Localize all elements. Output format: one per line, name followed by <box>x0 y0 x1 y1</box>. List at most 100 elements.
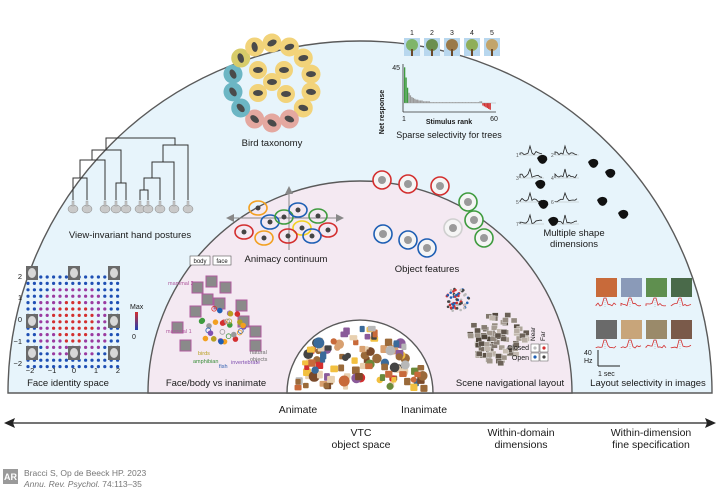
tree-trunk <box>411 49 413 56</box>
face-dot <box>109 301 113 305</box>
face-identity-panel: 2 1 0 −1 −2 −2 −1 0 1 2 Max 0 Face ident… <box>13 266 144 389</box>
sparse-bar <box>489 103 491 110</box>
face-dot <box>96 320 100 324</box>
collage-object <box>359 325 365 333</box>
response-trace <box>519 213 543 224</box>
collage-object <box>338 375 350 387</box>
face-dot <box>26 339 30 343</box>
face-dot <box>96 352 100 356</box>
sparse-bar <box>475 102 477 103</box>
face-body-label: Face/body vs inanimate <box>166 378 266 389</box>
stimulus-square <box>205 275 218 288</box>
bird-taxonomy-label: Bird taxonomy <box>242 138 303 149</box>
face-dot <box>58 294 62 298</box>
face-dot <box>58 313 62 317</box>
object-icon <box>449 224 457 232</box>
face-dot <box>90 339 94 343</box>
face-dot <box>90 326 94 330</box>
bird-icon <box>237 53 244 63</box>
sparse-bar <box>446 102 448 103</box>
face-dot <box>58 281 62 285</box>
xtick-1: 1 <box>94 366 98 375</box>
animacy-label: Animacy continuum <box>245 254 328 265</box>
xtick-60: 60 <box>490 116 498 123</box>
collage-object <box>308 359 316 367</box>
face-dot <box>109 281 113 285</box>
animacy-ring <box>274 209 294 225</box>
object-icon <box>436 182 444 190</box>
animacy-ring <box>248 200 268 216</box>
sparse-bar <box>467 102 470 103</box>
scatter-point <box>198 318 205 325</box>
object-icon <box>378 176 386 184</box>
face-dot <box>71 320 75 324</box>
scatter-point <box>210 336 217 342</box>
face-dot <box>109 333 113 337</box>
face-dot <box>116 307 120 311</box>
scene-dot <box>462 306 466 310</box>
shape-number: 5 <box>516 200 519 206</box>
face-dot <box>45 320 49 324</box>
face-dot <box>71 307 75 311</box>
face-oval <box>110 348 118 358</box>
stimulus-square <box>171 321 184 334</box>
face-dot <box>52 275 56 279</box>
sparse-bar <box>485 103 487 108</box>
face-dot <box>96 301 100 305</box>
face-dot <box>77 281 81 285</box>
sparse-bar <box>431 102 433 103</box>
sparse-bar <box>457 102 459 103</box>
time-scale-label: 1 sec <box>598 371 615 378</box>
scene-thumb <box>467 333 474 339</box>
bird-icon <box>236 103 245 113</box>
shape-number: 4 <box>551 176 554 182</box>
animacy-rings <box>234 200 338 246</box>
finger-icon <box>85 200 89 207</box>
scene-thumb <box>474 327 481 334</box>
scatter-point <box>225 333 232 340</box>
face-dot <box>103 352 107 356</box>
face-tag <box>212 255 232 266</box>
face-dot <box>64 365 68 369</box>
sparse-bar <box>437 102 439 103</box>
sparse-bar <box>463 102 465 103</box>
collage-object <box>385 345 396 356</box>
face-dot <box>84 326 88 330</box>
collage-object <box>379 374 386 381</box>
stimulus-square <box>219 281 232 294</box>
vtc-label-1: VTC <box>351 427 372 439</box>
animal-icon <box>285 233 291 239</box>
stimulus-square <box>201 293 214 306</box>
collage-object <box>414 371 421 378</box>
face-dot <box>71 339 75 343</box>
scene-dot <box>455 301 459 305</box>
face-dot <box>90 313 94 317</box>
face-dot <box>32 307 37 311</box>
scatter-point <box>217 307 223 314</box>
finger-icon <box>186 200 190 207</box>
sparse-bar <box>441 102 444 103</box>
sparse-bar <box>430 102 432 103</box>
collage-object <box>351 366 360 375</box>
collage-object <box>311 366 319 374</box>
face-dot <box>52 301 56 305</box>
sparse-bar <box>405 77 407 103</box>
face-dot <box>116 365 120 369</box>
collage-object <box>340 331 349 338</box>
ytick-45: 45 <box>392 65 400 72</box>
inner-arc <box>286 319 434 394</box>
axis-arrow-left <box>4 418 15 428</box>
collage-object <box>303 368 311 376</box>
sparse-bar <box>464 102 467 103</box>
collage-object <box>367 325 376 332</box>
layout-selectivity-label: Layout selectivity in images <box>590 378 706 389</box>
response-trace <box>519 167 543 179</box>
collage-object <box>306 346 315 353</box>
collage-object <box>359 345 366 353</box>
face-dot <box>52 352 56 356</box>
stimulus-square <box>179 339 192 352</box>
face-dot <box>52 365 56 369</box>
shape-silhouette <box>588 158 599 168</box>
face-dot <box>103 313 107 317</box>
sparse-bar <box>472 102 474 103</box>
